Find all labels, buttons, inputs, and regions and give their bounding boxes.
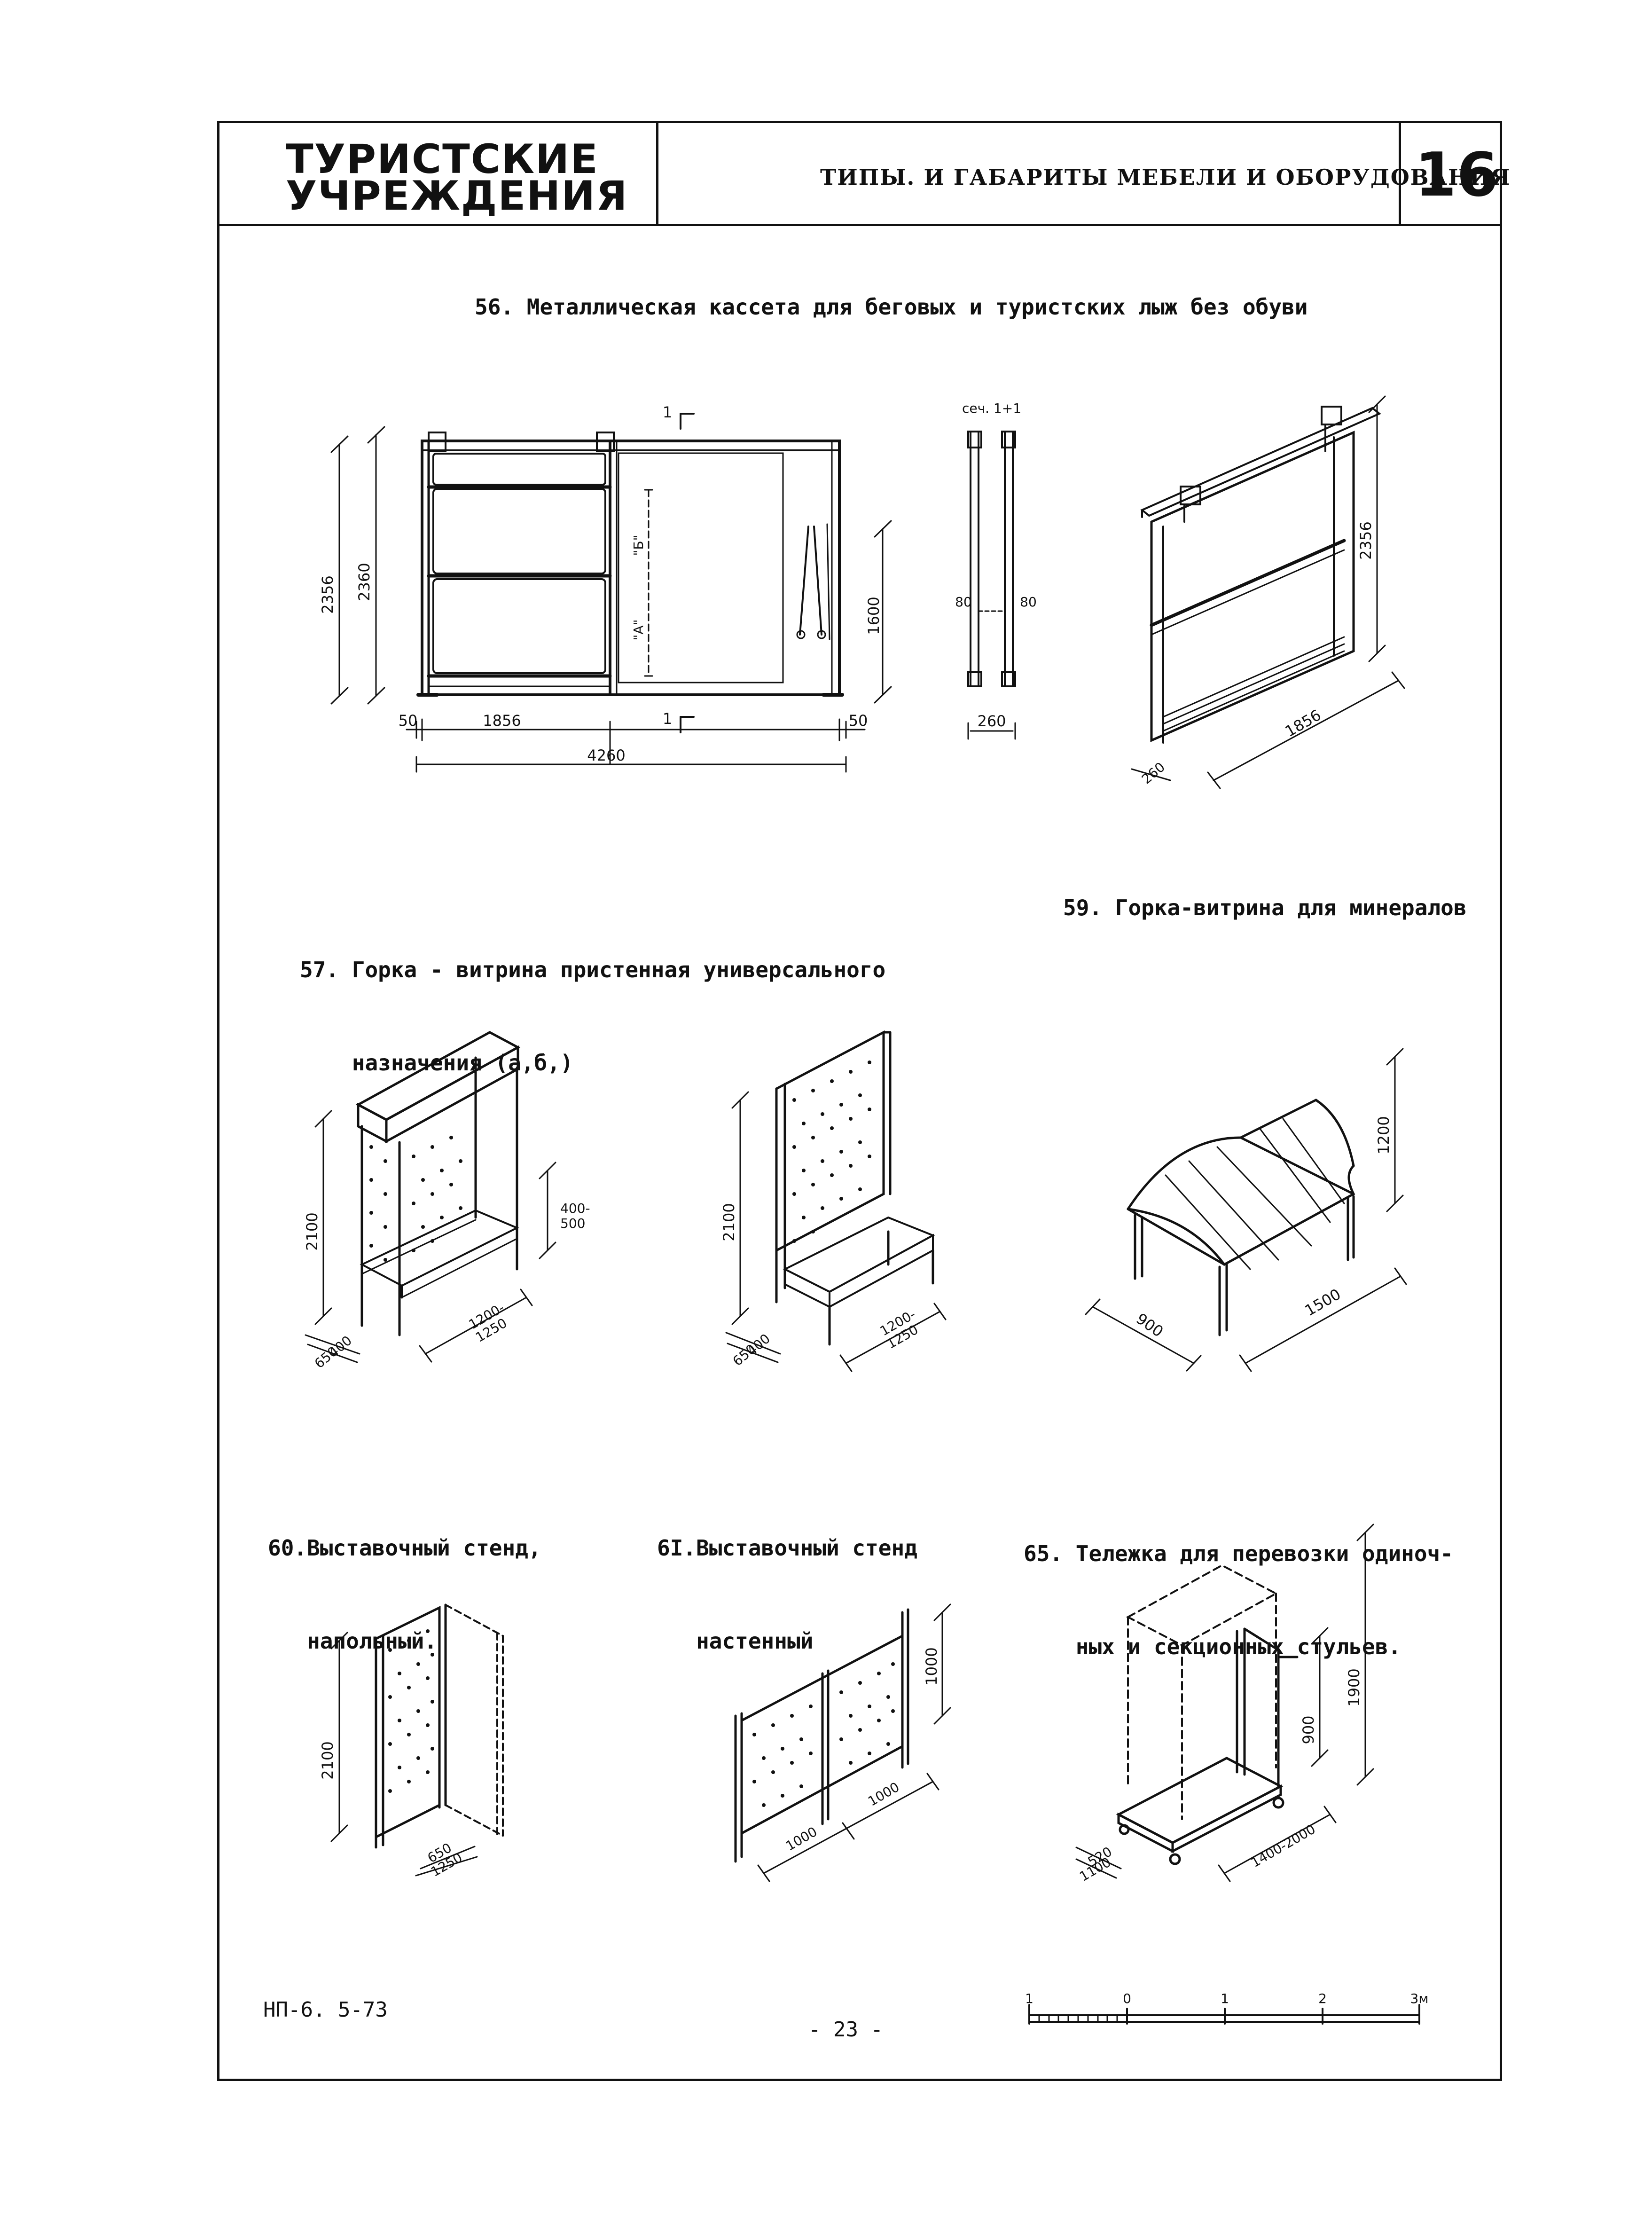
scale-label-0: 1 — [1025, 1991, 1033, 2006]
exhibition-stand-61-perforation — [752, 1662, 895, 1807]
caption-61-line2: настенный — [657, 1628, 814, 1654]
dim-57a-height: 2100 — [303, 1212, 321, 1250]
caption-57: 57. Горка - витрина пристенная универсал… — [300, 892, 885, 1109]
mineral-showcase-59 — [1127, 1099, 1355, 1336]
scale-bar: 1 0 1 2 3м — [1025, 1991, 1429, 2025]
showcase-57b — [775, 1030, 935, 1346]
dim-56-sec-width: 260 — [977, 712, 1006, 730]
drawing-56-section — [967, 431, 1016, 740]
header-title-line2: УЧРЕЖДЕНИЯ — [286, 173, 628, 220]
scale-label-3: 2 — [1318, 1991, 1327, 2006]
showcase-57a-perforation — [369, 1136, 462, 1262]
section-mark-top: 1 — [663, 403, 672, 421]
section-title: сеч. 1+1 — [962, 401, 1021, 416]
caption-60-line1: 60.Выставочный стенд, — [268, 1535, 541, 1561]
document-code: НП-6. 5-73 — [263, 1998, 388, 2022]
caption-65-line1: 65. Тележка для перевозки одиноч- — [1024, 1541, 1453, 1566]
dims-56-iso — [1131, 395, 1405, 789]
caption-61: 6I.Выставочный стенд настенный — [657, 1470, 917, 1688]
scale-label-2: 1 — [1221, 1991, 1229, 2006]
dim-56-total-height: 2356 — [319, 575, 337, 613]
dim-56-width: 1856 — [483, 712, 521, 730]
sheet-frame — [217, 121, 1502, 2081]
header-title-line1: ТУРИСТСКИЕ — [286, 136, 599, 183]
header-separator-2 — [1399, 121, 1401, 225]
dims-56-front — [330, 413, 892, 773]
dim-61-height: 1000 — [923, 1647, 940, 1685]
exhibition-stand-60 — [375, 1603, 447, 1849]
showcase-57b-perforation — [792, 1060, 871, 1243]
caption-61-line1: 6I.Выставочный стенд — [657, 1535, 917, 1561]
exhibition-stand-60-dashed — [445, 1604, 504, 1839]
trolley-65-chairs-dashed — [1126, 1564, 1278, 1820]
dims-57b — [725, 1091, 947, 1372]
dim-60-height: 2100 — [319, 1741, 337, 1779]
dim-56-sec-right: 80 — [1020, 594, 1037, 610]
dims-65 — [1075, 1524, 1374, 1882]
dim-57a-shelf-1: 400- — [560, 1201, 590, 1216]
dim-61-w1: 1000 — [783, 1824, 820, 1854]
caption-57-line1: 57. Горка - витрина пристенная универсал… — [300, 957, 886, 982]
dims-57a — [305, 1110, 556, 1363]
dim-56-ski-height: 1600 — [865, 597, 883, 635]
dims-61 — [757, 1603, 951, 1882]
caption-65: 65. Тележка для перевозки одиноч- ных и … — [1024, 1476, 1453, 1693]
exhibition-stand-60-perforation — [388, 1629, 434, 1793]
header-subtitle: ТИПЫ. И ГАБАРИТЫ МЕБЕЛИ И ОБОРУДОВАНИЯ — [820, 165, 1511, 190]
dim-57a-shelf-2: 500 — [560, 1216, 585, 1231]
drawing-56-iso — [1140, 406, 1381, 744]
dim-56-overall: 4260 — [587, 746, 625, 764]
header-separator-1 — [656, 121, 658, 225]
dim-56-iso-height: 2356 — [1357, 521, 1375, 559]
exhibition-stand-61 — [734, 1608, 909, 1863]
section-mark-bottom: 1 — [663, 710, 672, 728]
caption-60-line2: напольный. — [268, 1628, 438, 1654]
caption-60: 60.Выставочный стенд, напольный. — [268, 1470, 541, 1688]
dim-56-height: 2360 — [355, 563, 373, 601]
scale-label-4: 3м — [1410, 1991, 1429, 2006]
page-number: - 23 - — [808, 2018, 883, 2042]
dim-59-height: 1200 — [1375, 1116, 1393, 1154]
caption-59: 59. Горка-витрина для минералов — [1063, 895, 1467, 920]
header-title: ТУРИСТСКИЕ УЧРЕЖДЕНИЯ — [286, 136, 628, 220]
dims-60 — [330, 1632, 478, 1877]
dim-65-length: 1400-2000 — [1248, 1821, 1318, 1870]
ski-cassette-front — [416, 432, 844, 697]
dim-65-height-handle: 900 — [1300, 1715, 1317, 1744]
caption-65-line2: ных и секционных стульев. — [1024, 1634, 1401, 1659]
caption-56: 56. Металлическая кассета для беговых и … — [475, 294, 1308, 320]
sheet-number: 16 — [1415, 140, 1499, 210]
dim-56-right: 50 — [849, 712, 868, 730]
dims-59 — [1085, 1048, 1407, 1372]
label-56-a: "А" — [631, 620, 646, 641]
dim-56-left: 50 — [399, 712, 418, 730]
dim-57b-height: 2100 — [720, 1203, 738, 1241]
label-56-b: "Б" — [631, 535, 646, 556]
dim-65-height-total: 1900 — [1345, 1668, 1363, 1706]
header-divider — [217, 224, 1502, 226]
trolley-65 — [1116, 1627, 1299, 1865]
scale-label-1: 0 — [1123, 1991, 1131, 2006]
dim-61-w2: 1000 — [865, 1779, 902, 1809]
showcase-57a — [355, 1031, 521, 1336]
dim-56-sec-left: 80 — [955, 594, 972, 610]
